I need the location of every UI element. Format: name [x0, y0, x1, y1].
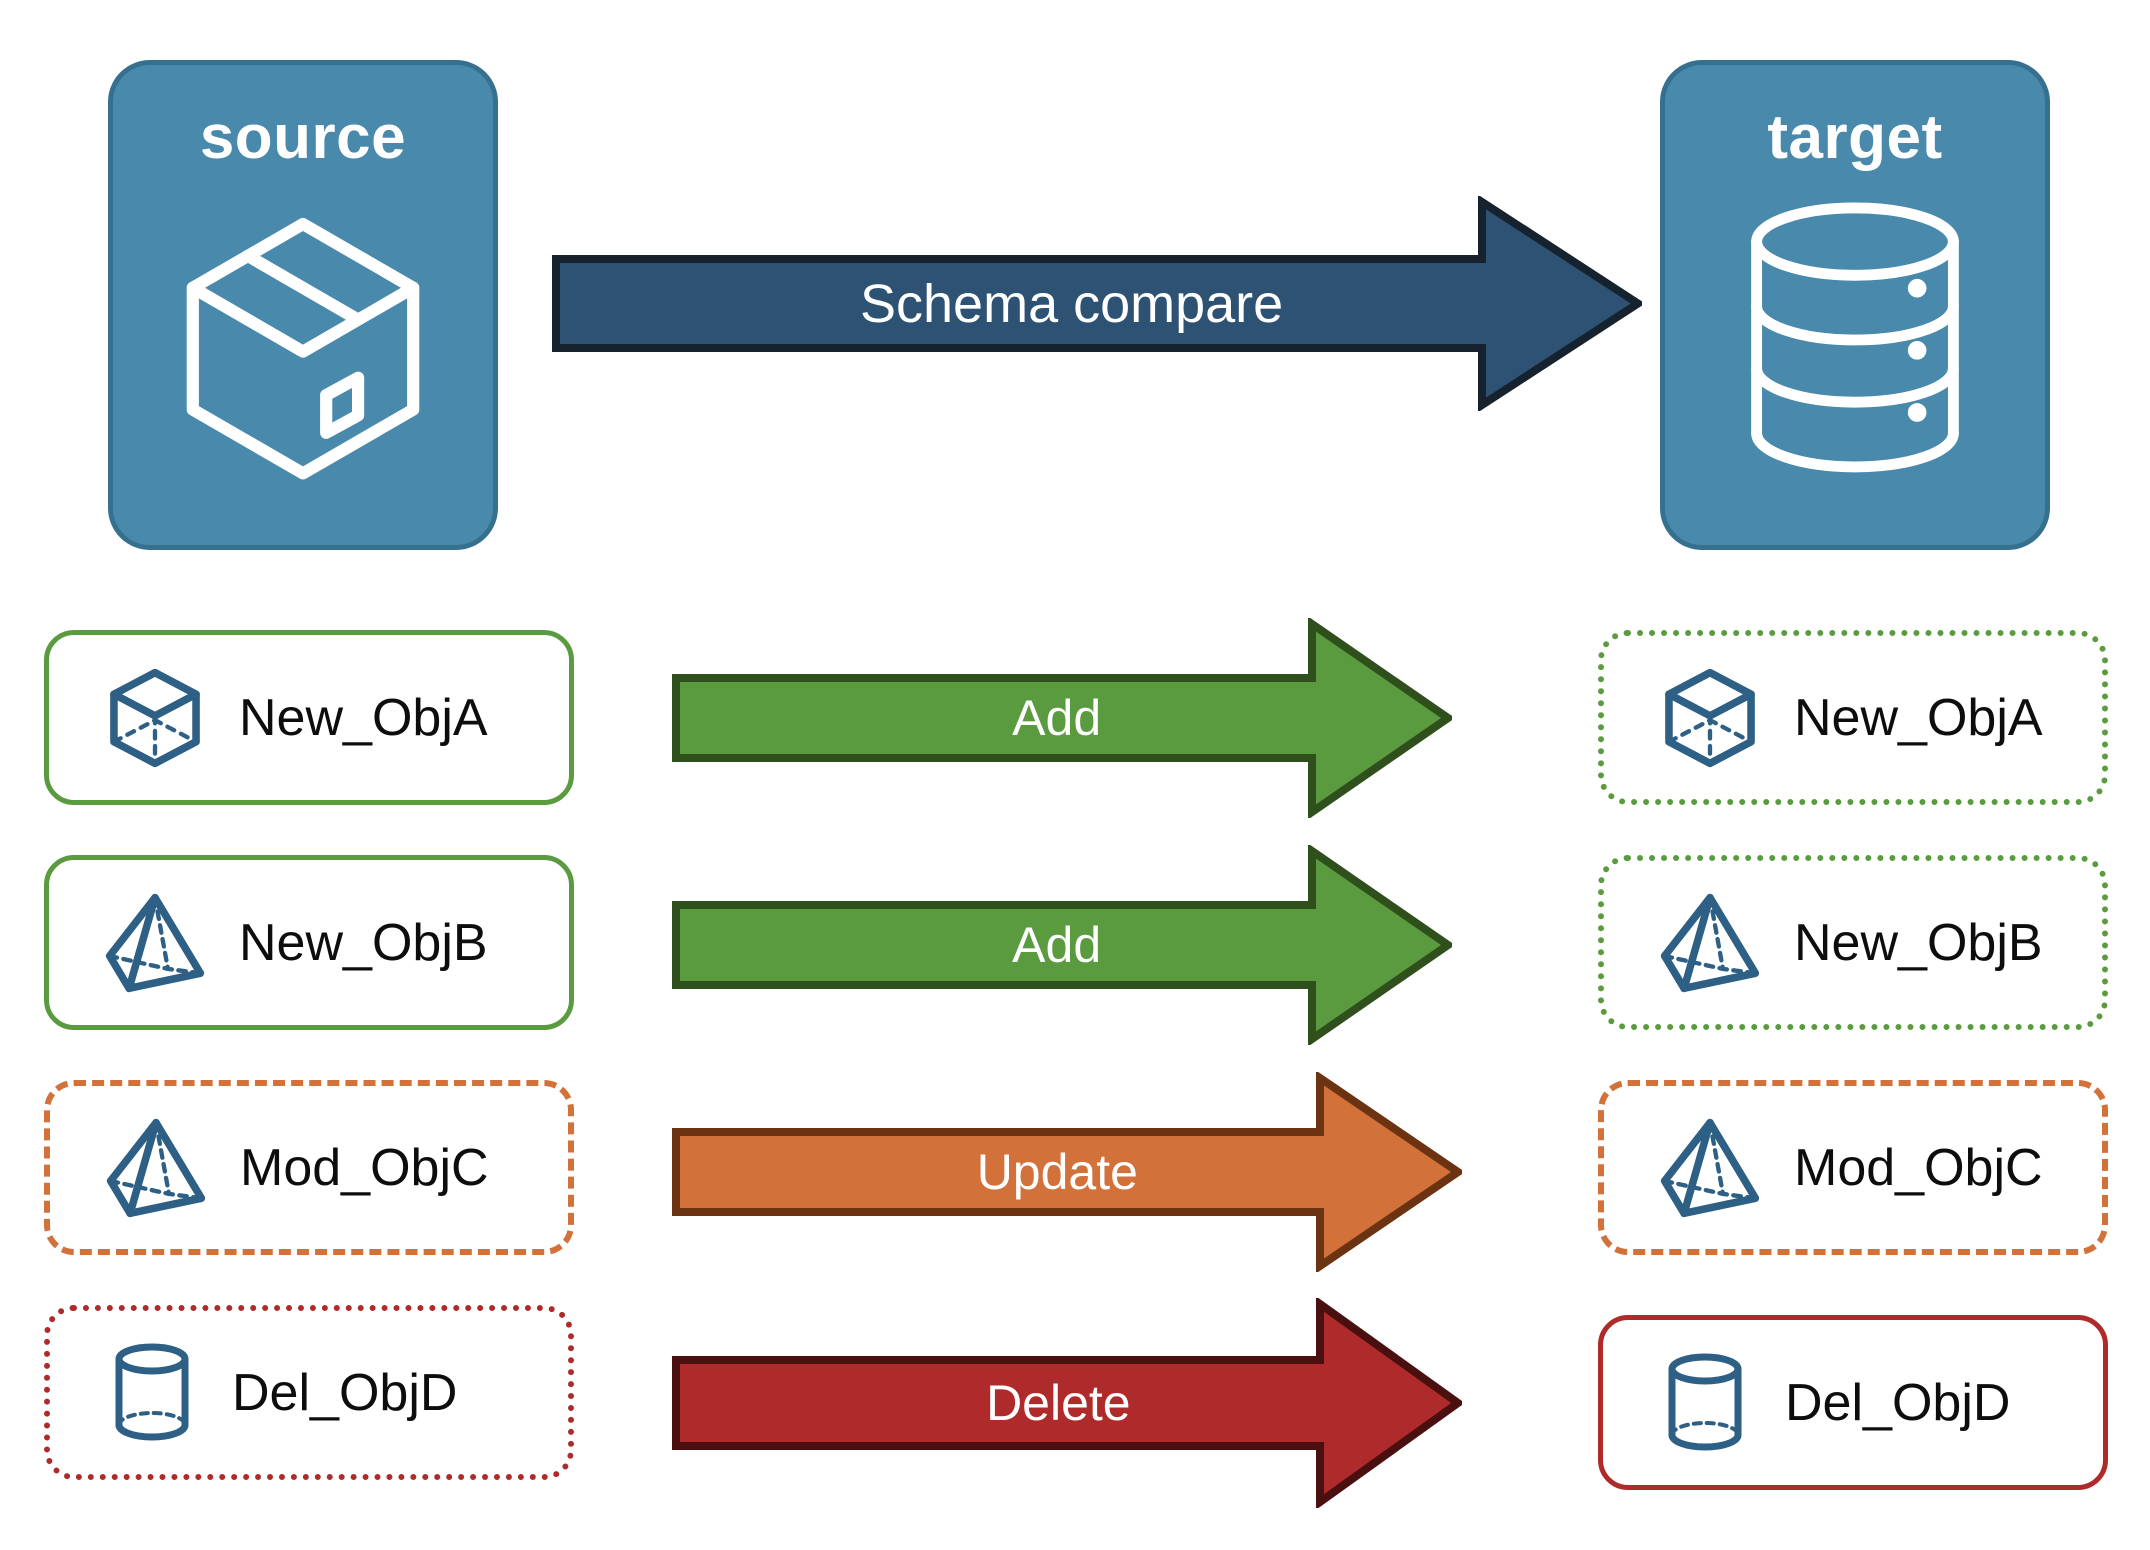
cylinder-wireframe-icon	[102, 1339, 202, 1447]
endpoint-card-target[interactable]: target	[1660, 60, 2050, 550]
target-object-label-3: Del_ObjD	[1785, 1373, 2011, 1432]
schema-compare-arrow[interactable]: Schema compare	[552, 196, 1642, 411]
cube-wireframe-icon	[101, 664, 209, 772]
source-object-card-0[interactable]: New_ObjA	[44, 630, 574, 805]
action-arrow-2[interactable]: Update	[672, 1072, 1462, 1272]
target-object-card-3[interactable]: Del_ObjD	[1598, 1315, 2108, 1490]
target-object-card-2[interactable]: Mod_ObjC	[1598, 1080, 2108, 1255]
arrow-right-icon	[552, 196, 1642, 411]
pyramid-wireframe-icon	[102, 1114, 210, 1222]
arrow-right-icon	[672, 618, 1452, 818]
arrow-right-icon	[672, 845, 1452, 1045]
target-object-card-1[interactable]: New_ObjB	[1598, 855, 2108, 1030]
source-object-label-0: New_ObjA	[239, 688, 488, 747]
target-object-label-1: New_ObjB	[1794, 913, 2043, 972]
action-arrow-1[interactable]: Add	[672, 845, 1452, 1045]
source-object-card-3[interactable]: Del_ObjD	[44, 1305, 574, 1480]
arrow-right-icon	[672, 1072, 1462, 1272]
endpoint-label-target: target	[1767, 103, 1943, 172]
endpoint-label-source: source	[199, 103, 407, 172]
action-arrow-0[interactable]: Add	[672, 618, 1452, 818]
arrow-right-icon	[672, 1298, 1462, 1508]
source-object-card-2[interactable]: Mod_ObjC	[44, 1080, 574, 1255]
source-object-label-2: Mod_ObjC	[240, 1138, 489, 1197]
action-arrow-3[interactable]: Delete	[672, 1298, 1462, 1508]
target-object-card-0[interactable]: New_ObjA	[1598, 630, 2108, 805]
cube-wireframe-icon	[1656, 664, 1764, 772]
source-object-label-3: Del_ObjD	[232, 1363, 458, 1422]
endpoint-card-source[interactable]: source	[108, 60, 498, 550]
database-cylinder-icon	[1725, 195, 1985, 490]
source-object-card-1[interactable]: New_ObjB	[44, 855, 574, 1030]
pyramid-wireframe-icon	[1656, 889, 1764, 997]
pyramid-wireframe-icon	[1656, 1114, 1764, 1222]
target-object-label-0: New_ObjA	[1794, 688, 2043, 747]
source-object-label-1: New_ObjB	[239, 913, 488, 972]
box-package-icon	[158, 195, 448, 490]
cylinder-wireframe-icon	[1655, 1349, 1755, 1457]
pyramid-wireframe-icon	[101, 889, 209, 997]
target-object-label-2: Mod_ObjC	[1794, 1138, 2043, 1197]
